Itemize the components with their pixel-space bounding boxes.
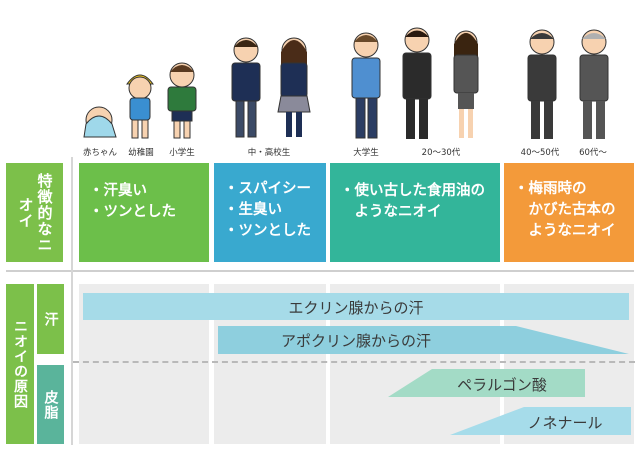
age-label-40-50: 40〜50代: [520, 148, 560, 158]
trait-line: かびた古本の: [514, 202, 616, 218]
people-illustration: [83, 27, 609, 139]
age-label-middle-high: 中・高校生: [247, 148, 291, 158]
trait-box-child: ・汗臭い ・ツンとした: [79, 163, 209, 262]
businesswoman-figure: [453, 30, 479, 138]
baby-figure: [83, 106, 117, 138]
trait-line: ・ツンとした: [89, 204, 176, 220]
age-label-baby: 赤ちゃん: [82, 148, 118, 158]
kindergartner-figure: [126, 74, 154, 139]
sweat-label: 汗: [37, 284, 64, 354]
college-student-figure: [351, 32, 381, 139]
trait-box-senior: ・梅雨時の かびた古本の ようなニオイ: [504, 163, 634, 262]
trait-line: ・汗臭い: [89, 183, 147, 199]
eccrine-label: エクリン腺からの汗: [288, 299, 424, 317]
age-label-college: 大学生: [353, 148, 379, 158]
nonenal-bar: [450, 407, 631, 435]
age-label-20-30: 20〜30代: [421, 148, 461, 158]
trait-box-adult: ・使い古した食用油の ようなニオイ: [330, 163, 500, 262]
sebum-label: 皮脂: [37, 365, 64, 444]
traits-header: 特徴的なニオイ: [6, 163, 63, 262]
trait-line: ・使い古した食用油の: [340, 183, 485, 199]
eccrine-bar: [83, 293, 629, 320]
trait-box-teen: ・スパイシー ・生臭い ・ツンとした: [214, 163, 326, 262]
high-school-boy-figure: [231, 37, 261, 138]
trait-line: ようなニオイ: [340, 204, 442, 220]
trait-line: ようなニオイ: [514, 223, 616, 239]
elementary-student-figure: [167, 62, 197, 139]
age-label-60-plus: 60代〜: [579, 148, 607, 158]
nonenal-label: ノネナール: [527, 414, 603, 432]
section-divider: [6, 270, 634, 272]
causes-header: ニオイの原因: [6, 284, 34, 444]
age-label-elementary: 小学生: [169, 148, 195, 158]
trait-line: ・生臭い: [224, 202, 282, 218]
apocrine-bar: [218, 326, 629, 354]
pelargonic-label: ペラルゴン酸: [457, 376, 547, 394]
vertical-divider: [71, 157, 73, 445]
senior-man-figure: [579, 29, 609, 139]
trait-line: ・ツンとした: [224, 223, 311, 239]
sweat-sebum-divider: [73, 361, 635, 363]
apocrine-label: アポクリン腺からの汗: [280, 332, 432, 350]
trait-line: ・梅雨時の: [514, 181, 587, 197]
middle-aged-man-figure: [527, 29, 557, 139]
businessman-figure: [402, 27, 432, 139]
pelargonic-bar: [388, 369, 585, 397]
age-label-kindergarten: 幼稚園: [128, 148, 154, 158]
trait-line: ・スパイシー: [224, 181, 311, 197]
high-school-girl-figure: [277, 37, 311, 137]
